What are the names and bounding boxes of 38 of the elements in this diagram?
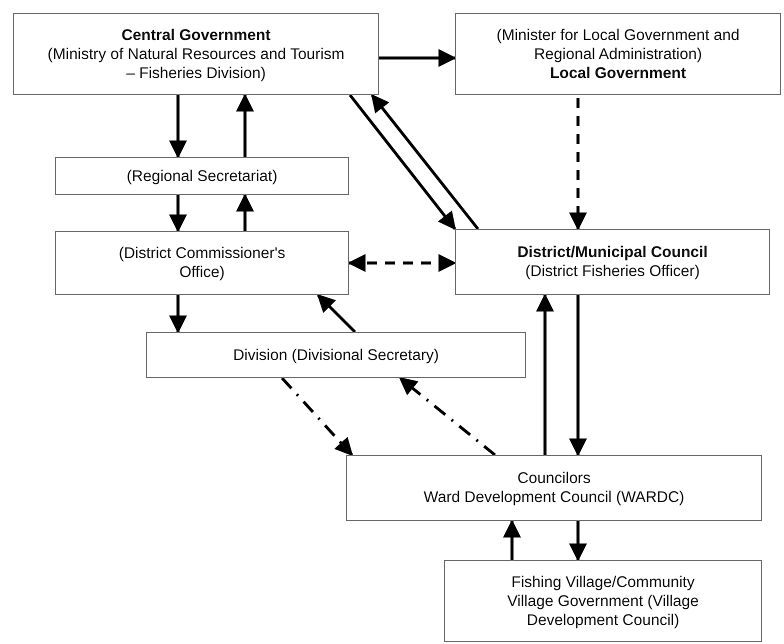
organization-box: [455, 229, 770, 295]
organization-box: [55, 231, 349, 295]
organization-box: [346, 455, 762, 521]
box-text: Fishing Village/Community: [511, 572, 695, 592]
dashed-arrow: [348, 254, 456, 272]
box-text: (Regional Secretariat): [126, 166, 278, 186]
box-text: Ward Development Council (WARDC): [424, 488, 684, 507]
arrow: [348, 94, 456, 230]
organization-box: [13, 13, 379, 95]
arrow: [379, 49, 456, 67]
arrow: [569, 295, 587, 456]
box-heading: Central Government: [121, 26, 270, 44]
organization-box: [55, 157, 349, 195]
organization-box: [444, 560, 762, 642]
organization-box: [455, 13, 781, 95]
dashed-arrow: [569, 98, 587, 230]
box-heading: Local Government: [550, 64, 686, 82]
arrow: [316, 294, 356, 334]
arrow: [169, 95, 187, 158]
dashed-arrow: [398, 376, 496, 456]
arrow: [503, 520, 521, 560]
arrow: [236, 94, 254, 157]
arrow: [536, 294, 554, 455]
box-text: Councilors: [517, 469, 591, 488]
box-text: (Ministry of Natural Resources and Tourism – Fisheries Division): [46, 44, 346, 82]
box-text: (Minister for Local Government and Regional Administration): [496, 26, 740, 64]
dashed-arrow: [280, 377, 354, 456]
arrow: [370, 94, 480, 230]
box-text: (District Fisheries Officer): [525, 262, 700, 281]
arrow: [569, 521, 587, 562]
arrow: [169, 295, 187, 334]
box-heading: District/Municipal Council: [517, 243, 708, 262]
box-text: Division (Divisional Secretary): [233, 346, 439, 364]
box-text: (District Commissioner's Office): [118, 244, 286, 282]
box-text: Village Government (Village Development Council): [506, 592, 700, 630]
organization-box: [146, 332, 526, 378]
arrow: [236, 194, 254, 231]
arrow: [169, 195, 187, 232]
